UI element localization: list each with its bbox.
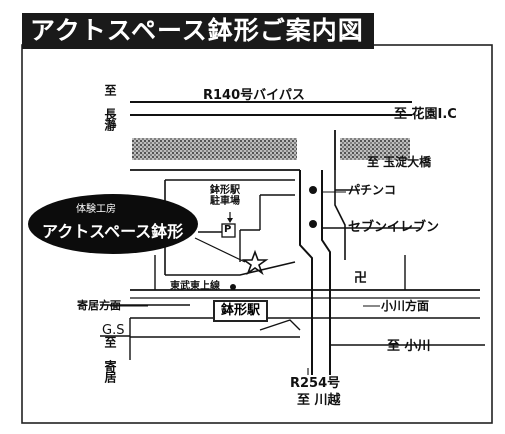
r254-road [299,170,331,375]
kanji-temple-label: 卍 [354,271,368,286]
seven-eleven-label: セブンイレブン [348,220,440,235]
seven-eleven-marker [309,220,317,228]
direction-yorii: 至 寄居 [103,336,117,382]
pachinko-marker [309,186,317,194]
gas-station-label: G.S [102,323,125,338]
direction-ogawa-way: 小川方面 [381,299,430,313]
parking-sign [221,223,236,238]
tobu-line-label: 東武東上線 [170,281,220,292]
pachinko-label: パチンコ [348,183,397,197]
station-dot-marker [230,284,236,290]
callout-venue-name: アクトスペース鉢形 [42,222,184,241]
r254-label: R254号 [290,376,341,391]
direction-hanazono: 至 花園I.C [394,107,457,122]
river-band [132,138,297,160]
parking-label: 鉢形駅駐車場 [210,185,240,207]
location-star-icon [241,249,269,276]
direction-tamayodo: 至 玉淀大橋 [367,155,432,169]
parking-mark: P [224,224,232,235]
direction-ogawa: 至 小川 [387,339,431,354]
direction-kawagoe: 至 川越 [297,393,341,408]
bypass-road-label: R140号バイパス [203,88,305,103]
page-title: アクトスペース鉢形ご案内図 [22,13,374,49]
callout-subtitle: 体験工房 [76,204,116,215]
direction-nagatoro: 至 長瀞 [103,84,117,130]
station-label: 鉢形駅 [213,300,269,322]
tobu-railway [130,289,480,299]
direction-yorii-way: 寄居方面 [77,299,121,312]
venue-callout: 体験工房 アクトスペース鉢形 [28,194,198,254]
